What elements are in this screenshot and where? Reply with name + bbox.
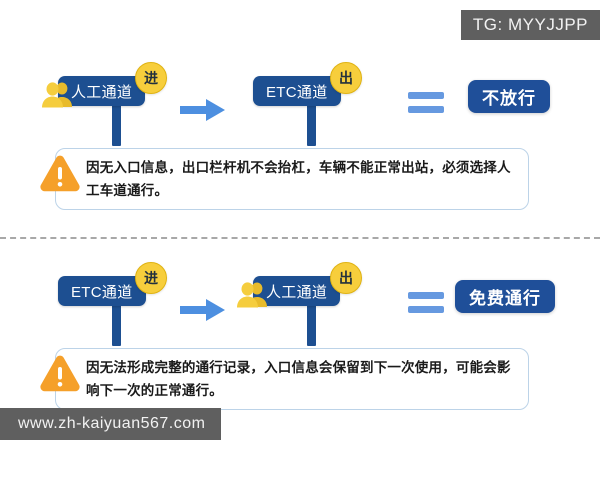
watermark-bottom-text: www.zh-kaiyuan567.com xyxy=(18,415,206,432)
entry-badge-2: 进 xyxy=(135,262,167,294)
equals-bar-top xyxy=(408,292,444,299)
equals-bar-bottom xyxy=(408,306,444,313)
equals-icon-2 xyxy=(408,292,444,318)
section-divider xyxy=(0,237,600,239)
result-badge-1[interactable]: 不放行 xyxy=(468,80,550,113)
note-1: 因无入口信息，出口栏杆机不会抬杠，车辆不能正常出站，必须选择人工车道通行。 xyxy=(0,148,600,218)
note-text-2: 因无法形成完整的通行记录，入口信息会保留到下一次使用，可能会影响下一次的正常通行… xyxy=(86,360,511,398)
sign-pole xyxy=(307,288,316,346)
exit-sign-label-2: 人工通道 xyxy=(266,283,328,301)
equals-bar-bottom xyxy=(408,106,444,113)
equals-bar-top xyxy=(408,92,444,99)
entry-sign-label-2: ETC通道 xyxy=(71,283,133,301)
exit-badge-1: 出 xyxy=(330,62,362,94)
exit-sign-label-1: ETC通道 xyxy=(266,83,328,101)
entry-sign-label-1: 人工通道 xyxy=(71,83,133,101)
warning-triangle-icon xyxy=(38,154,82,194)
exit-badge-label-2: 出 xyxy=(339,270,353,286)
exit-sign-board-1: ETC通道 xyxy=(253,76,341,106)
entry-sign-board-1: 人工通道 xyxy=(58,76,146,106)
watermark-top-text: TG: MYYJJPP xyxy=(472,15,588,34)
entry-badge-1: 进 xyxy=(135,62,167,94)
arrow-right-icon xyxy=(180,98,226,122)
scenario-section-1: 进 人工通道 出 xyxy=(0,48,600,218)
result-label-2: 免费通行 xyxy=(469,289,541,308)
entry-badge-label-1: 进 xyxy=(144,70,158,86)
arrow-right-icon xyxy=(180,298,226,322)
note-box-2 xyxy=(55,348,529,410)
exit-badge-2: 出 xyxy=(330,262,362,294)
person-icon xyxy=(235,280,269,308)
person-icon xyxy=(40,80,74,108)
watermark-bottom-left: www.zh-kaiyuan567.com xyxy=(0,408,222,440)
sign-pole xyxy=(307,88,316,146)
note-text-1: 因无入口信息，出口栏杆机不会抬杠，车辆不能正常出站，必须选择人工车道通行。 xyxy=(86,160,511,198)
entry-sign-board-2: ETC通道 xyxy=(58,276,146,306)
sign-pole xyxy=(112,288,121,346)
scenario-section-2: 进 ETC通道 出 人工通道 xyxy=(0,248,600,418)
exit-sign-unit-2[interactable]: 出 人工通道 xyxy=(235,258,385,348)
entry-sign-unit-1[interactable]: 进 人工通道 xyxy=(40,58,190,148)
result-badge-2[interactable]: 免费通行 xyxy=(455,280,555,313)
sign-pole xyxy=(112,88,121,146)
note-2: 因无法形成完整的通行记录，入口信息会保留到下一次使用，可能会影响下一次的正常通行… xyxy=(0,348,600,418)
exit-sign-board-2: 人工通道 xyxy=(253,276,341,306)
equals-icon-1 xyxy=(408,92,444,118)
exit-badge-label-1: 出 xyxy=(339,70,353,86)
result-label-1: 不放行 xyxy=(482,89,536,108)
entry-badge-label-2: 进 xyxy=(144,270,158,286)
flow-row-2: 进 ETC通道 出 人工通道 xyxy=(0,248,600,348)
watermark-top-right: TG: MYYJJPP xyxy=(460,10,600,40)
warning-triangle-icon xyxy=(38,354,82,394)
entry-sign-unit-2[interactable]: 进 ETC通道 xyxy=(40,258,190,348)
exit-sign-unit-1[interactable]: 出 ETC通道 xyxy=(235,58,385,148)
flow-row-1: 进 人工通道 出 xyxy=(0,48,600,148)
